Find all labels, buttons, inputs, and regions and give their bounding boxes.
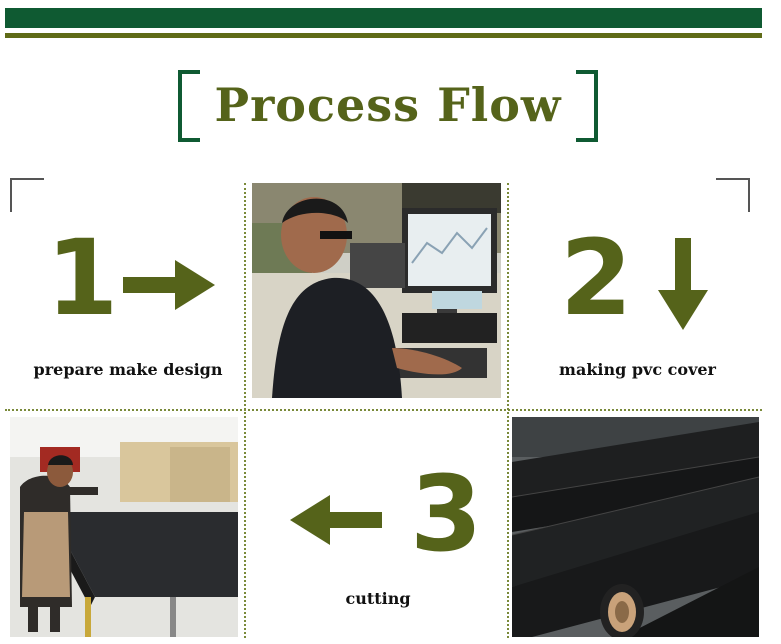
title-bracket-right (576, 70, 598, 142)
step-2-number: 2 (560, 217, 633, 339)
title-frame: Process Flow (178, 70, 598, 142)
arrow-right-icon (123, 260, 215, 310)
step-3-number: 3 (410, 453, 483, 575)
worker-photo (10, 417, 238, 637)
pvc-rolls-photo (512, 417, 759, 637)
designer-photo (252, 183, 501, 398)
page-title: Process Flow (214, 78, 562, 132)
arrow-down-icon (658, 238, 708, 330)
corner-ornament-top-left (10, 178, 44, 212)
title-bracket-left (178, 70, 200, 142)
step-1-caption: prepare make design (33, 360, 223, 379)
arrow-left-icon (290, 495, 382, 545)
step-3-caption: cutting (345, 589, 411, 608)
header-band-thin (5, 33, 762, 38)
corner-ornament-top-right (716, 178, 750, 212)
grid-divider-h1 (5, 409, 762, 411)
step-1-number: 1 (46, 217, 119, 339)
header-band-thick (5, 8, 762, 28)
step-2-caption: making pvc cover (559, 360, 716, 379)
